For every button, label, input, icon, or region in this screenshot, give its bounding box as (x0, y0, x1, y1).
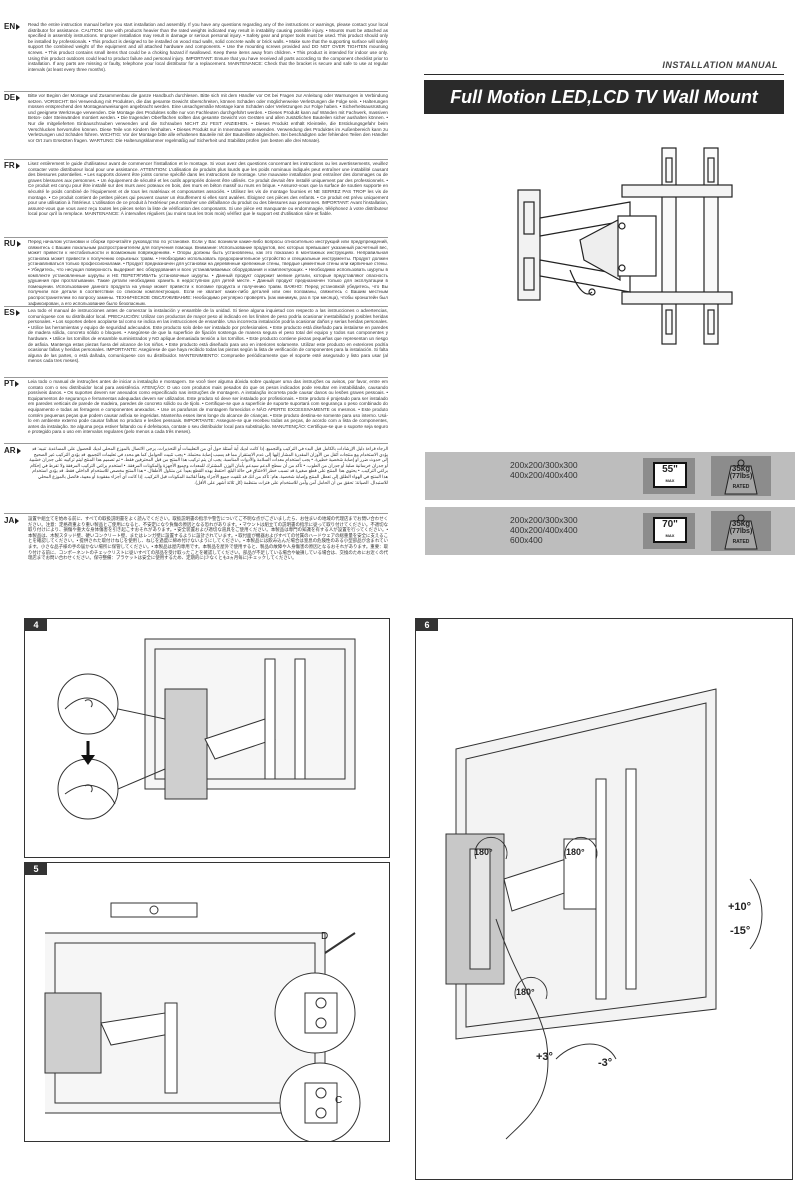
step-number: 4 (25, 619, 47, 631)
step-6-illustration: 180° 180° 180° (445, 688, 763, 1140)
tv-max: MAX (665, 478, 675, 483)
lang-block-ja: JA 設置や組立てを始める前に、すべての取扱説明書をよく読んでください。取扱説明… (4, 516, 388, 561)
weight-icon (724, 459, 758, 495)
vesa-size: 600x400 (510, 535, 543, 545)
lang-text: 設置や組立てを始める前に、すべての取扱説明書をよく読んでください。取扱説明書の指… (28, 516, 388, 561)
title-rule (424, 74, 784, 75)
tilt-up-label: +10° (728, 901, 752, 913)
rotate-180-label: 180° (474, 847, 493, 857)
weight-kg: 35kg (731, 464, 751, 473)
lang-code: DE (4, 93, 20, 102)
divider (4, 377, 388, 378)
divider (4, 237, 388, 238)
step-number: 5 (25, 863, 47, 875)
lang-block-pt: PT Leia todo o manual de instruções ante… (4, 379, 388, 435)
weight-rated: RATED (732, 539, 750, 545)
vesa-sizes: 200x200/300x300 400x200/400x400 (510, 460, 578, 480)
weight-rated: RATED (732, 484, 750, 490)
step-number: 6 (416, 619, 438, 631)
lang-code: FR (4, 161, 20, 170)
lang-block-de: DE Bitte vor Beginn der Montage und Zusa… (4, 93, 388, 143)
divider (4, 159, 388, 160)
weight-lb: (77lbs) (729, 528, 753, 535)
lang-code: JA (4, 516, 19, 525)
title-banner: Full Motion LED,LCD TV Wall Mount (424, 80, 784, 114)
weight-lb: (77lbs) (729, 473, 753, 480)
lang-block-ar: AR الرجاء قراءة دليل الإرشادات بالكامل ق… (4, 446, 388, 485)
lang-text: Lisez entièrement le guide d'utilisateur… (28, 161, 388, 217)
weight-kg: 35kg (731, 519, 751, 528)
lang-text: Leia todo o manual de instruções antes d… (28, 379, 388, 435)
weight-badge: 35kg (77lbs) RATED (711, 511, 771, 551)
lang-text: Read the entire instruction manual befor… (28, 22, 388, 72)
weight-badge: 35kg (77lbs) RATED (711, 456, 771, 496)
vesa-size: 200x200/300x300 (510, 460, 578, 470)
step-6-panel: 6 180° 180° 180° +10° -15° +3° -3° (415, 618, 793, 1180)
lang-text: Lea todo el manual de instrucciones ante… (28, 308, 388, 364)
lang-block-fr: FR Lisez entièrement le guide d'utilisat… (4, 161, 388, 217)
vesa-size: 200x200/300x300 (510, 515, 578, 525)
tv-size-badge: 55" MAX (643, 458, 695, 494)
lang-text: Перед началом установки и сборки прочита… (28, 239, 388, 306)
manual-label: INSTALLATION MANUAL (662, 60, 778, 70)
tv-size-badge: 70" MAX (643, 513, 695, 549)
step-5-panel: 5 D C (24, 862, 390, 1142)
tv-icon (653, 462, 687, 488)
lang-block-ru: RU Перед началом установки и сборки проч… (4, 239, 388, 306)
tv-icon (653, 517, 687, 543)
product-illustration (517, 147, 733, 345)
lang-text: الرجاء قراءة دليل الإرشادات بالكامل قبل … (29, 446, 388, 485)
lang-block-es: ES Lea todo el manual de instrucciones a… (4, 308, 388, 364)
spec-row: 200x200/300x300 400x200/400x400 55" MAX … (425, 452, 795, 500)
divider (4, 443, 388, 444)
tilt-down-label: -15° (730, 925, 751, 937)
weight-icon (724, 514, 758, 550)
vesa-size: 400x200/400x400 (510, 470, 578, 480)
divider (4, 306, 388, 307)
step-4-panel: 4 (24, 618, 390, 858)
lang-code: ES (4, 308, 20, 317)
tv-max: MAX (665, 533, 675, 538)
tv-size: 70" (662, 519, 678, 530)
lang-code: PT (4, 379, 19, 388)
divider (4, 91, 388, 92)
vesa-size: 400x200/400x400 (510, 525, 578, 535)
lang-block-en: EN Read the entire instruction manual be… (4, 22, 388, 72)
lang-text: Bitte vor Beginn der Montage und Zusamme… (28, 93, 388, 143)
level-plus-label: +3° (536, 1051, 553, 1063)
spec-row: 200x200/300x300 400x200/400x400 600x400 … (425, 507, 795, 555)
divider (4, 513, 388, 514)
callout-d: D (321, 931, 328, 942)
callout-c: C (335, 1095, 342, 1106)
step-5-illustration: D C (44, 902, 361, 1141)
rotate-180-label: 180° (516, 987, 535, 997)
vesa-sizes: 200x200/300x300 400x200/400x400 600x400 (510, 515, 578, 545)
product-title: Full Motion LED,LCD TV Wall Mount (450, 86, 758, 107)
step-4-illustration (57, 638, 356, 820)
lang-code: RU (4, 239, 21, 248)
level-minus-label: -3° (598, 1057, 613, 1069)
tv-size: 55" (662, 464, 678, 475)
rotate-180-label: 180° (566, 847, 585, 857)
lang-code: EN (4, 22, 20, 31)
lang-code: AR (4, 446, 21, 455)
